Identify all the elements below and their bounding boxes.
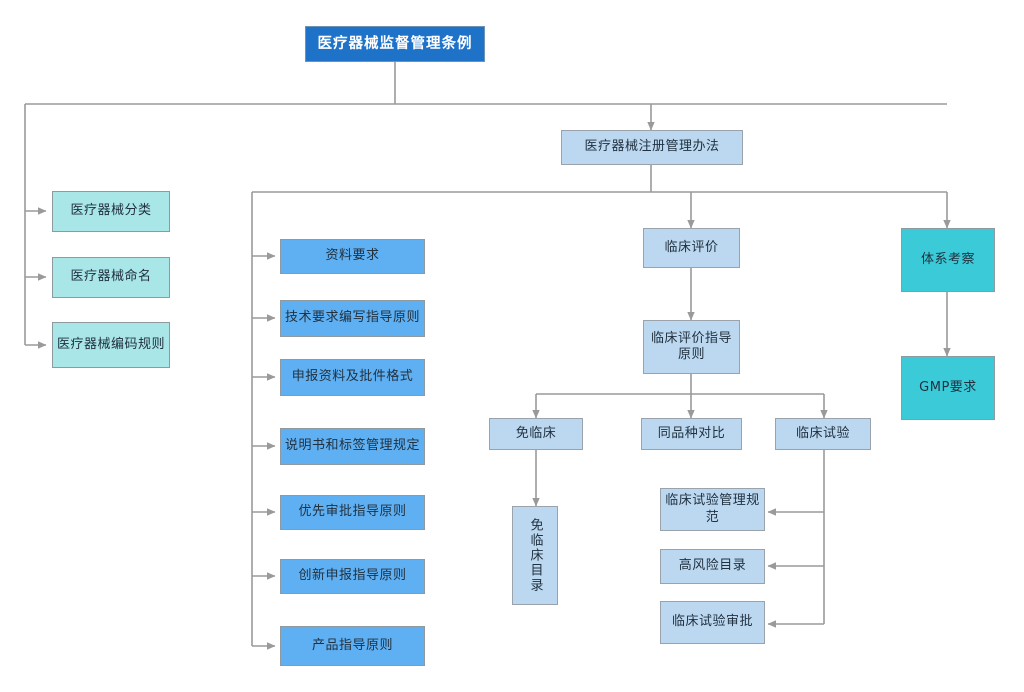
node-material-requirements[interactable]: 资料要求 xyxy=(280,239,425,274)
node-device-naming[interactable]: 医疗器械命名 xyxy=(52,257,170,298)
node-instruction-label-rules[interactable]: 说明书和标签管理规定 xyxy=(280,428,425,465)
node-clinical-exempt[interactable]: 免临床 xyxy=(489,418,583,450)
node-same-product-comparison[interactable]: 同品种对比 xyxy=(641,418,742,450)
node-clinical-trial[interactable]: 临床试验 xyxy=(775,418,871,450)
node-clinical-evaluation-guideline[interactable]: 临床评价指导原则 xyxy=(643,320,740,374)
node-root[interactable]: 医疗器械监督管理条例 xyxy=(305,26,485,62)
node-clinical-exempt-catalog[interactable]: 免临床目录 xyxy=(512,506,558,605)
node-device-coding-rules[interactable]: 医疗器械编码规则 xyxy=(52,322,170,368)
node-high-risk-catalog[interactable]: 高风险目录 xyxy=(660,549,765,584)
node-application-materials-format[interactable]: 申报资料及批件格式 xyxy=(280,359,425,396)
node-gmp-requirements[interactable]: GMP要求 xyxy=(901,356,995,420)
node-clinical-trial-approval[interactable]: 临床试验审批 xyxy=(660,601,765,644)
node-technical-requirement-guideline[interactable]: 技术要求编写指导原则 xyxy=(280,300,425,337)
node-innovation-application-guideline[interactable]: 创新申报指导原则 xyxy=(280,559,425,594)
node-system-inspection[interactable]: 体系考察 xyxy=(901,228,995,292)
node-clinical-evaluation[interactable]: 临床评价 xyxy=(643,228,740,268)
node-product-guideline[interactable]: 产品指导原则 xyxy=(280,626,425,666)
node-priority-review-guideline[interactable]: 优先审批指导原则 xyxy=(280,495,425,530)
node-device-classification[interactable]: 医疗器械分类 xyxy=(52,191,170,232)
node-clinical-trial-management-norms[interactable]: 临床试验管理规范 xyxy=(660,488,765,531)
node-registration-measures[interactable]: 医疗器械注册管理办法 xyxy=(561,130,743,165)
